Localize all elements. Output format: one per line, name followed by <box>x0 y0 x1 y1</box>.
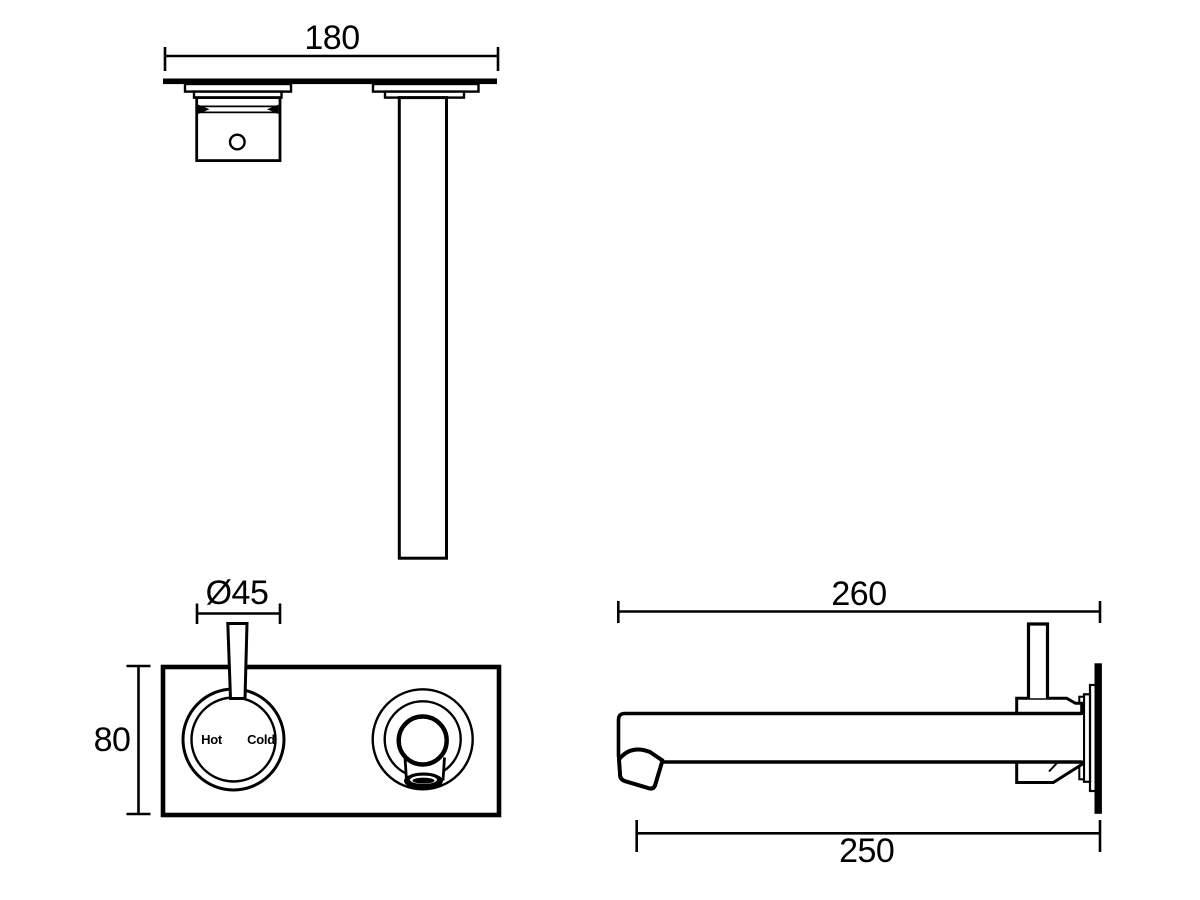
plan-wall-plate-edge <box>163 78 497 85</box>
front-view: Ø45 Hot Cold 80 <box>94 574 502 818</box>
front-handle-lever <box>226 622 249 700</box>
side-spout-nozzle <box>617 747 665 791</box>
front-handle-diameter-dim-label: Ø45 <box>206 574 269 612</box>
plan-handle-assembly <box>183 82 293 162</box>
side-overall-projection-dim-label: 260 <box>831 575 886 613</box>
plan-handle-set-screw <box>228 133 246 151</box>
front-spout-nozzle-side-left <box>403 757 408 781</box>
plan-handle-groove-end-left <box>198 104 210 114</box>
side-bottom-bracket-chamfer <box>1048 761 1059 773</box>
cold-marking: Cold <box>247 732 275 747</box>
side-view: 260 250 <box>616 575 1102 870</box>
side-spout-tube <box>616 711 1082 764</box>
front-handle-group: Hot Cold <box>181 622 286 792</box>
side-valve-body <box>1015 696 1084 715</box>
plan-spout-tube <box>397 96 448 560</box>
plan-handle-groove-end-right <box>267 104 279 114</box>
side-spout-projection-dim-label: 250 <box>839 832 894 870</box>
front-spout-nozzle-side-right <box>441 757 446 781</box>
front-plate-height-dim-label: 80 <box>94 721 131 759</box>
plan-spout-assembly <box>371 82 480 560</box>
front-spout-end-ring <box>396 714 449 767</box>
plan-view: 180 <box>163 19 500 560</box>
side-wall-flange <box>1078 683 1098 793</box>
side-wall-plate-edge <box>1094 663 1102 814</box>
plan-width-dim-label: 180 <box>304 19 359 57</box>
front-spout-group <box>371 688 474 791</box>
side-handle-lever <box>1026 622 1050 699</box>
hot-marking: Hot <box>201 732 223 747</box>
front-spout-outlet-bore <box>412 777 435 784</box>
